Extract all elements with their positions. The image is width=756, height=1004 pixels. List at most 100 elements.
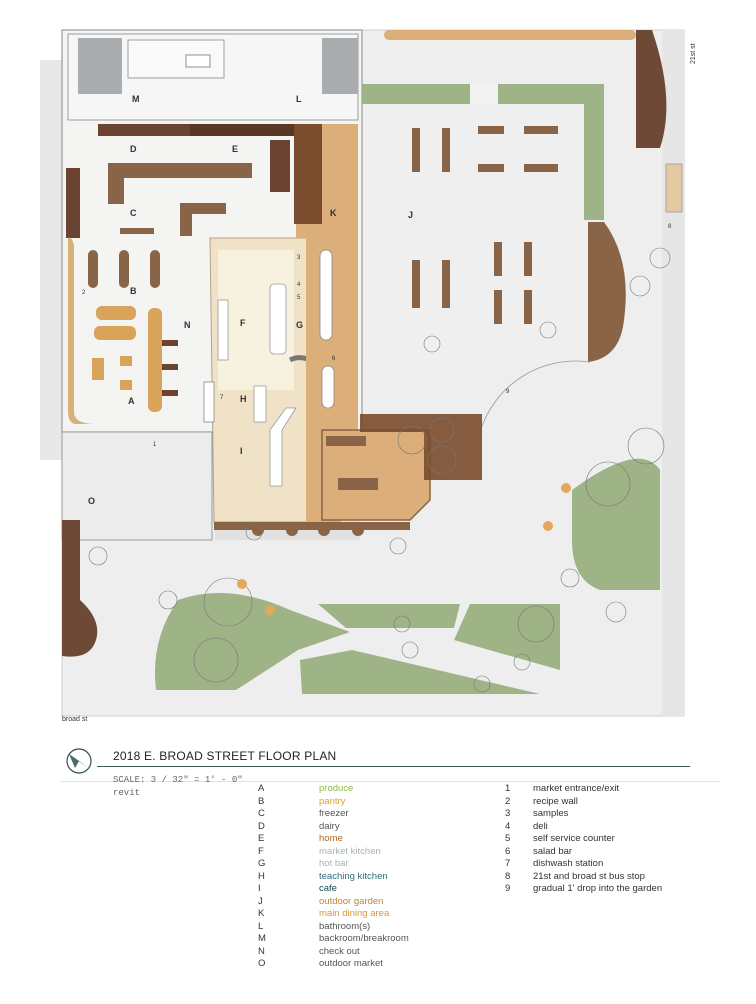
zone-letter-f: F xyxy=(240,318,246,328)
legend-zone-name: freezer xyxy=(319,808,349,819)
legend-note-text: gradual 1' drop into the garden xyxy=(533,883,663,894)
legend-note-text: market entrance/exit xyxy=(533,783,620,794)
legend-zone-name: dairy xyxy=(319,820,340,832)
zone-letter-d: D xyxy=(130,144,137,154)
pantry-aisle-3 xyxy=(150,250,160,288)
title-divider xyxy=(97,766,690,767)
legend-letter-k: K xyxy=(258,908,265,919)
legend-letter-c: C xyxy=(258,808,265,819)
lawn-southeast xyxy=(572,458,660,590)
legend-zone-name: check out xyxy=(319,945,360,957)
zone-letter-i: I xyxy=(240,446,243,456)
zone-letter-a: A xyxy=(128,396,135,406)
plan-numbers: 1 2 3 4 5 6 7 8 9 xyxy=(82,224,672,448)
lawn-center xyxy=(300,650,540,694)
legend-zone-name: teaching kitchen xyxy=(319,870,388,882)
legend-letter-n: N xyxy=(258,945,265,957)
north-arrow-icon xyxy=(66,748,92,774)
legend-zone-name: home xyxy=(319,833,343,844)
legend-letter-g: G xyxy=(258,858,266,869)
front-planter xyxy=(214,522,410,530)
zone-letter-m: M xyxy=(132,94,140,104)
lawn-west xyxy=(154,592,350,690)
zone-letter-b: B xyxy=(130,286,137,296)
kitchen-perimeter-counter xyxy=(203,381,215,423)
freezer-case xyxy=(108,163,252,204)
kitchen-counter-b xyxy=(217,299,229,361)
plan-number-7: 7 xyxy=(220,395,224,401)
plan-number-3: 3 xyxy=(297,255,301,261)
scale-label: SCALE: 3 / 32" = 1' - 0" xyxy=(113,775,243,785)
produce-bin-3 xyxy=(92,358,104,380)
legend-note-text: 21st and broad st bus stop xyxy=(533,870,645,882)
planter-east xyxy=(588,222,626,362)
legend-note-number: 1 xyxy=(505,783,511,794)
plan-number-8: 8 xyxy=(668,224,672,230)
legend-note-number: 3 xyxy=(505,808,511,819)
freezer-wall-left xyxy=(66,168,80,238)
legend-note-text: self service counter xyxy=(533,833,615,844)
deck-east xyxy=(360,414,482,480)
legend-letter-d: D xyxy=(258,820,265,832)
checkout-counter-3 xyxy=(162,390,178,396)
zone-letter-e: E xyxy=(232,144,238,154)
zone-letters: A B C D E F G H I J K L M N O xyxy=(88,94,413,506)
home-display xyxy=(270,140,290,192)
home-shelf xyxy=(190,124,320,136)
plan-number-9: 9 xyxy=(506,389,510,395)
freight-elevator-right xyxy=(322,38,358,94)
legend-letter-i: I xyxy=(258,883,261,894)
pantry-aisle-1 xyxy=(88,250,98,288)
lawn-north xyxy=(318,604,460,628)
zone-letter-o: O xyxy=(88,496,95,506)
cafe-counter xyxy=(269,407,297,487)
outdoor-market xyxy=(61,431,213,541)
legend-zone-name: cafe xyxy=(319,883,337,894)
zone-letter-h: H xyxy=(240,394,247,404)
planter-northeast xyxy=(636,30,667,148)
garden-drop-arc xyxy=(479,360,591,433)
freight-elevator-left xyxy=(78,38,122,94)
street-label-broad: broad st xyxy=(62,716,88,723)
kitchen-counter-a xyxy=(269,283,287,355)
produce-shelf xyxy=(148,308,162,412)
street-label-21st: 21st st xyxy=(690,43,697,64)
communal-table xyxy=(319,249,333,341)
produce-bin-1 xyxy=(96,306,136,320)
legend-letter-h: H xyxy=(258,870,265,882)
hedge-steps xyxy=(470,84,498,104)
freezer-ledge xyxy=(120,228,154,234)
legend-zone-name: backroom/breakroom xyxy=(319,933,409,944)
legend-zone-name: bathroom(s) xyxy=(319,920,371,932)
legend-zone-name: hot bar xyxy=(319,858,349,869)
legend-zone-name: outdoor garden xyxy=(319,895,384,907)
legend-letter-m: M xyxy=(258,933,266,944)
teaching-island xyxy=(253,385,267,423)
legend-zone-name: pantry xyxy=(319,795,346,807)
cafe-bench xyxy=(338,478,378,490)
legend-note-number: 9 xyxy=(505,883,511,894)
patio-tables xyxy=(237,483,571,615)
legend-note-text: dishwash station xyxy=(533,858,604,869)
legend-letter-b: B xyxy=(258,795,265,807)
software-label: revit xyxy=(113,788,141,798)
north-planter xyxy=(384,30,636,40)
legend-letter-e: E xyxy=(258,833,265,844)
legend-letter-f: F xyxy=(258,845,264,857)
floor-plan: A B C D E F G H I J K L M N O 1 2 3 4 5 … xyxy=(40,29,685,717)
legend-note-text: deli xyxy=(533,820,548,832)
legend-letter-o: O xyxy=(258,958,266,969)
legend-note-number: 8 xyxy=(505,870,511,882)
bus-stop-shelter xyxy=(665,163,683,213)
legend-note-text: salad bar xyxy=(533,845,573,857)
recipe-wall xyxy=(68,237,96,424)
produce-bin-5 xyxy=(120,380,132,390)
legend-letter-a: A xyxy=(258,783,265,794)
bar-counter xyxy=(326,436,366,446)
produce-bin-4 xyxy=(120,356,132,366)
sidewalk-21st xyxy=(662,30,684,716)
dining-benches xyxy=(294,124,322,224)
zone-letter-j: J xyxy=(408,210,413,220)
zone-letter-c: C xyxy=(130,208,137,218)
